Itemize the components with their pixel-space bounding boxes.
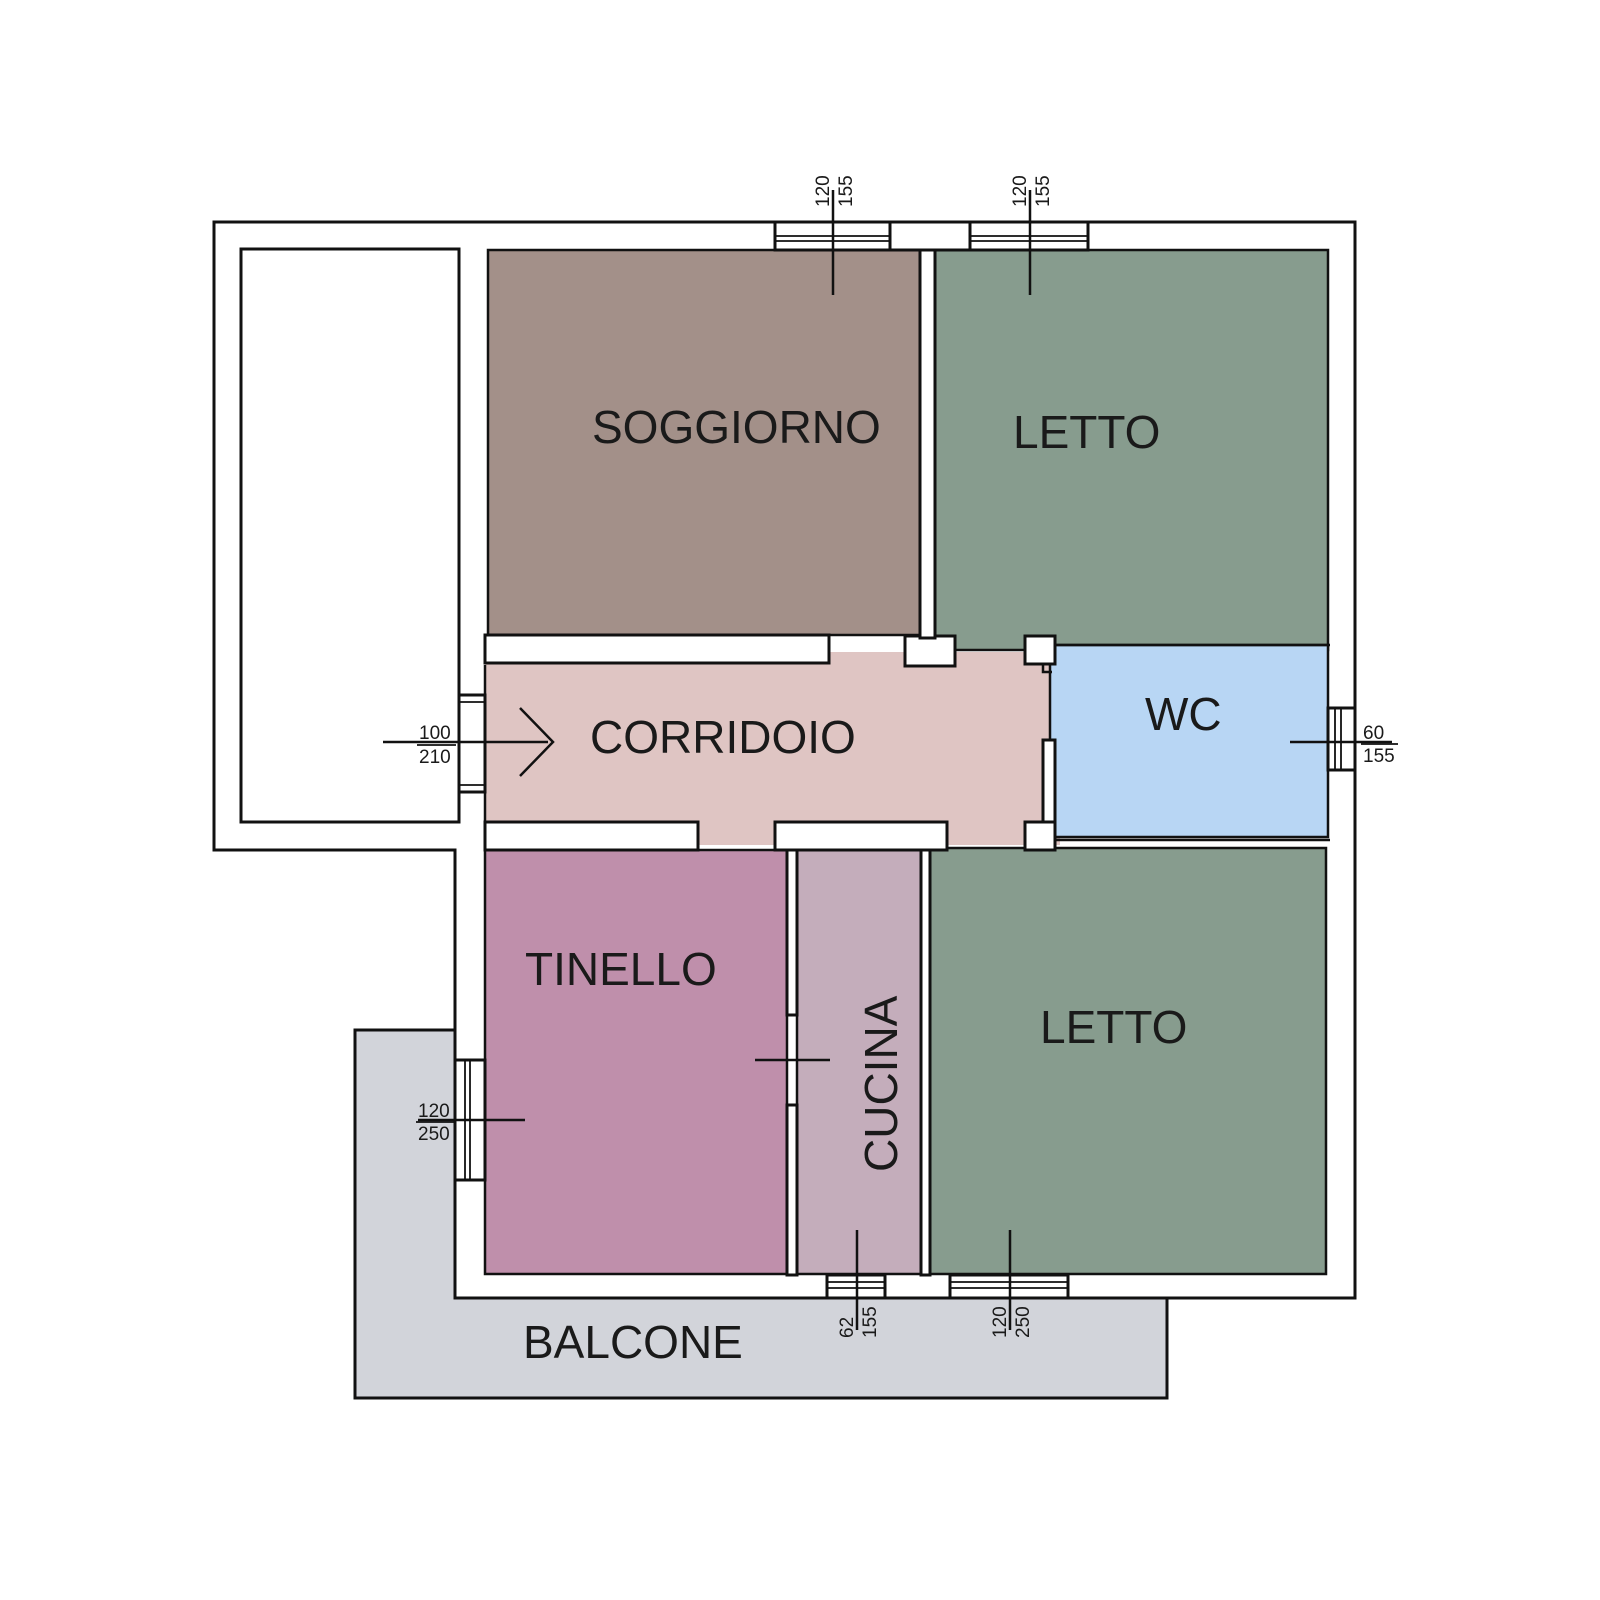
wc-area <box>1048 643 1330 839</box>
dim-cucina-window-width: 62 <box>837 1317 858 1338</box>
wall-corridoio-cucina <box>773 820 949 852</box>
label-balcone: BALCONE <box>523 1316 743 1368</box>
dim-letto-bottom-door-width: 120 <box>990 1306 1011 1338</box>
dim-soggiorno-window: 120 <box>813 175 834 207</box>
wall-top-between-windows <box>888 220 972 252</box>
left-empty-area <box>239 247 461 824</box>
corridoio-area <box>485 652 1060 845</box>
label-cucina: CUCINA <box>855 995 907 1172</box>
wall-wc-top <box>1023 634 1057 666</box>
letto-bottom-area <box>928 846 1328 1276</box>
cucina-area <box>795 848 923 1276</box>
wall-corridoio-tinello <box>483 820 700 852</box>
wall-cucina-letto <box>919 848 932 1277</box>
wall-wc-bottom <box>1023 820 1057 852</box>
dim-letto-top-window-h-group: 155 <box>1033 175 1054 207</box>
dim-tinello-door-height: 250 <box>418 1124 450 1145</box>
wall-wc-door-leaf <box>1041 664 1052 674</box>
wall-soggiorno-corridoio <box>483 633 831 665</box>
entrance-arrow-icon <box>519 707 555 777</box>
dim-letto-bottom-door-height: 250 <box>1013 1306 1034 1338</box>
wall-wc-door-jamb <box>1041 738 1057 824</box>
dim-soggiorno-window-h-group: 155 <box>836 175 857 207</box>
wall-soggiorno-letto <box>918 248 937 640</box>
wall-pillar-letto <box>903 634 957 668</box>
label-letto-bottom: LETTO <box>1040 1001 1187 1053</box>
label-letto-top: LETTO <box>1013 406 1160 458</box>
dim-letto-bottom-door-h-group: 250 <box>1013 1306 1034 1338</box>
dim-wc-window-width: 60 <box>1363 723 1384 744</box>
dim-letto-top-window-height: 155 <box>1033 175 1054 207</box>
label-corridoio: CORRIDOIO <box>590 711 856 763</box>
tinello-area <box>483 848 789 1276</box>
dim-cucina-window-h-group: 155 <box>860 1306 881 1338</box>
wall-tinello-cucina-upper <box>785 848 799 1017</box>
dim-tinello-door-width: 120 <box>418 1101 450 1122</box>
wall-tinello-cucina-lower <box>785 1103 799 1277</box>
dim-soggiorno-window-height: 155 <box>836 175 857 207</box>
dim-soggiorno-window-width: 120 <box>813 175 834 207</box>
letto-top-area <box>933 248 1330 652</box>
label-tinello: TINELLO <box>525 943 717 995</box>
label-wc: WC <box>1145 688 1222 740</box>
dim-wc-window-height: 155 <box>1363 746 1395 767</box>
entrance-door-opening <box>457 693 487 794</box>
dim-letto-top-window: 120 <box>1010 175 1031 207</box>
label-soggiorno: SOGGIORNO <box>592 401 881 453</box>
soggiorno-area <box>486 248 922 637</box>
dim-entrance-height: 210 <box>419 747 451 768</box>
dim-cucina-window: 62 <box>837 1317 858 1338</box>
dim-cucina-window-height: 155 <box>860 1306 881 1338</box>
window-wc <box>1326 706 1357 772</box>
dim-entrance-width: 100 <box>419 723 451 744</box>
dim-letto-bottom-door: 120 <box>990 1306 1011 1338</box>
dim-letto-top-window-width: 120 <box>1010 175 1031 207</box>
